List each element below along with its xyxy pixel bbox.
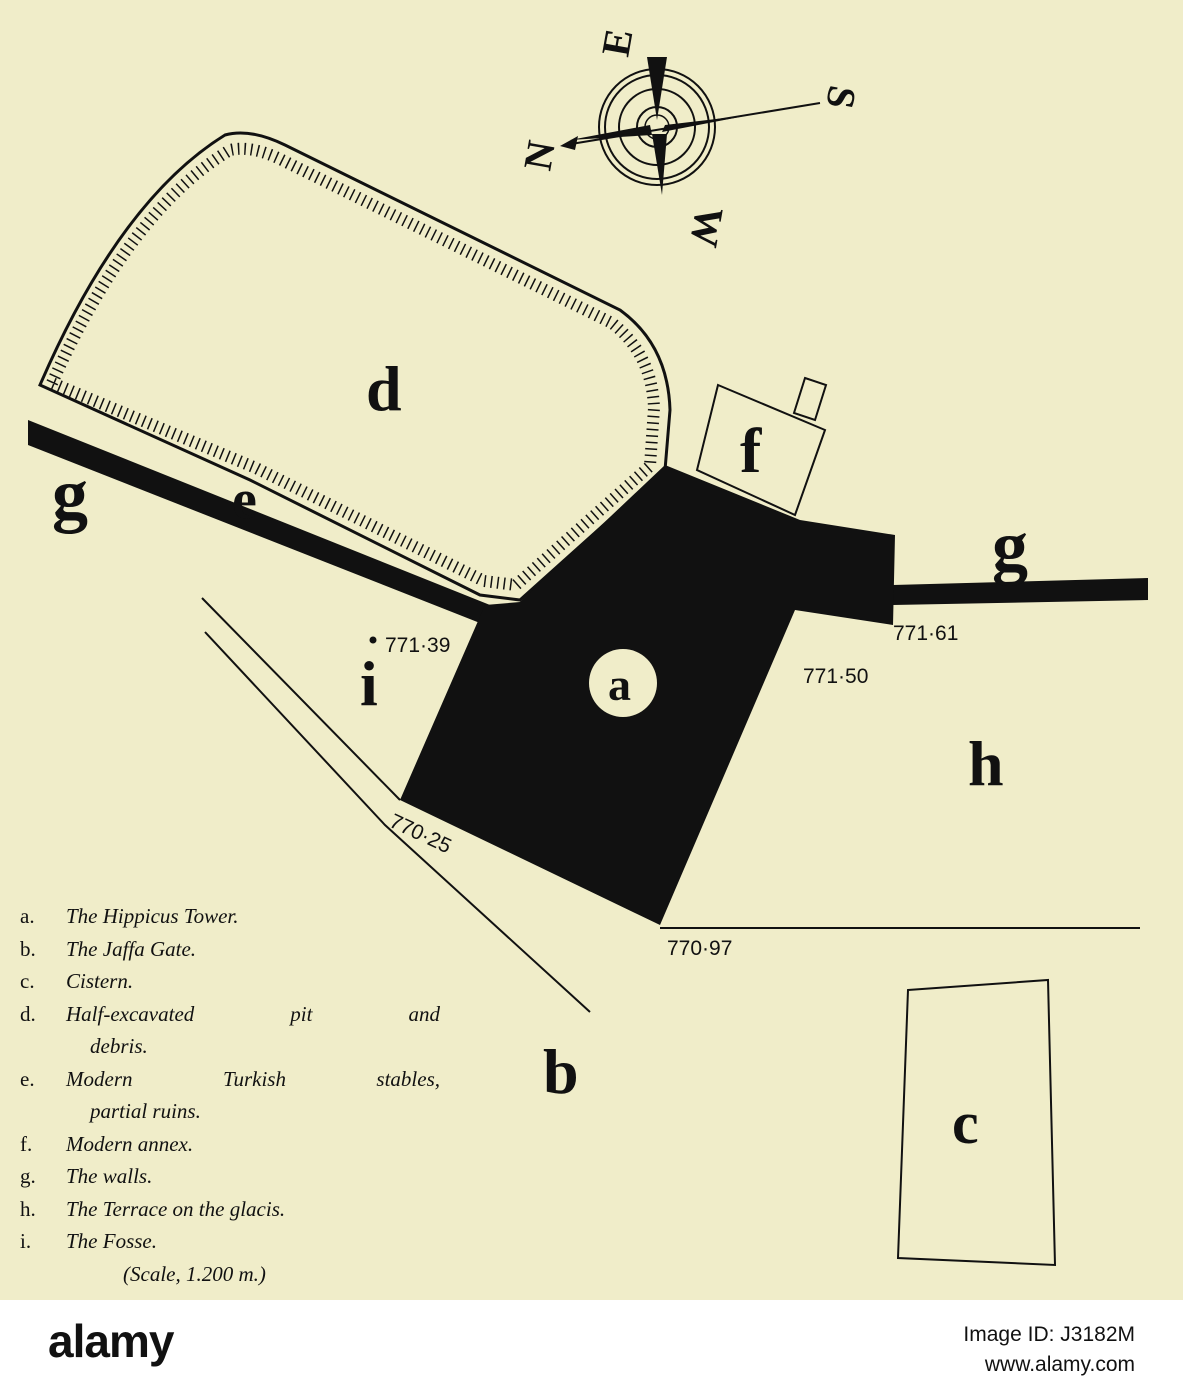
elevation-770-97: 770·97 <box>667 937 732 960</box>
compass-n-label: N <box>515 137 564 173</box>
label-i: i <box>360 648 378 719</box>
site-plan: alamy <box>28 25 1148 1267</box>
legend-item-d-cont: debris. <box>90 1034 148 1058</box>
label-f: f <box>740 415 762 486</box>
legend-item-d: d. Half-excavated pit and <box>20 1001 440 1026</box>
pit-d-outline <box>38 131 672 602</box>
fosse-line-upper <box>201 597 401 801</box>
pit-d-hatching <box>43 142 661 592</box>
legend: a. The Hippicus Tower. b. The Jaffa Gate… <box>20 900 440 1290</box>
tower-circle <box>589 649 657 717</box>
label-d: d <box>366 353 402 424</box>
annex-f-small <box>792 376 828 422</box>
legend-item-e: e. Modern Turkish stables, <box>20 1066 440 1091</box>
legend-item-f: f. Modern annex. <box>20 1131 194 1156</box>
footer-image-info: Image ID: J3182M www.alamy.com <box>963 1320 1135 1380</box>
legend-item-c: c. Cistern. <box>20 969 134 993</box>
label-g-left: g <box>52 454 88 534</box>
annex-f <box>695 383 827 517</box>
compass-w-label: W <box>681 203 732 250</box>
wall-g-left <box>28 420 490 625</box>
elevation-771-50: 771·50 <box>803 665 868 688</box>
legend-item-a: a. The Hippicus Tower. <box>20 904 239 928</box>
compass-e-label: E <box>593 25 642 59</box>
legend-item-i: i. The Fosse. <box>20 1229 157 1253</box>
footer-logo[interactable]: alamy <box>48 1315 174 1367</box>
label-g-right: g <box>992 506 1028 586</box>
compass-rose <box>560 57 821 195</box>
elevation-771-61: 771·61 <box>893 622 958 645</box>
legend-scale: (Scale, 1.200 m.) <box>123 1261 266 1286</box>
footer-bar: alamy Image ID: J3182M www.alamy.com <box>0 1300 1183 1390</box>
fosse-line-lower <box>204 631 591 1013</box>
elevation-dot <box>369 636 377 644</box>
label-e: e <box>232 469 257 531</box>
compass-s-label: S <box>817 82 865 112</box>
cistern-c <box>896 978 1057 1267</box>
label-a: a <box>608 659 631 710</box>
legend-item-b: b. The Jaffa Gate. <box>20 936 197 961</box>
legend-item-g: g. The walls. <box>20 1164 153 1188</box>
plan-area: alamy <box>20 25 1148 1290</box>
footer-image-id: Image ID: J3182M <box>963 1323 1135 1346</box>
legend-item-e-cont: partial ruins. <box>90 1099 201 1123</box>
label-b: b <box>543 1036 579 1107</box>
label-h: h <box>968 728 1004 799</box>
label-c: c <box>952 1090 979 1156</box>
wall-g-right <box>893 578 1148 605</box>
footer-site-link[interactable]: www.alamy.com <box>984 1353 1135 1376</box>
elevation-771-39: 771·39 <box>385 634 450 657</box>
legend-item-h: h. The Terrace on the glacis. <box>20 1196 286 1221</box>
